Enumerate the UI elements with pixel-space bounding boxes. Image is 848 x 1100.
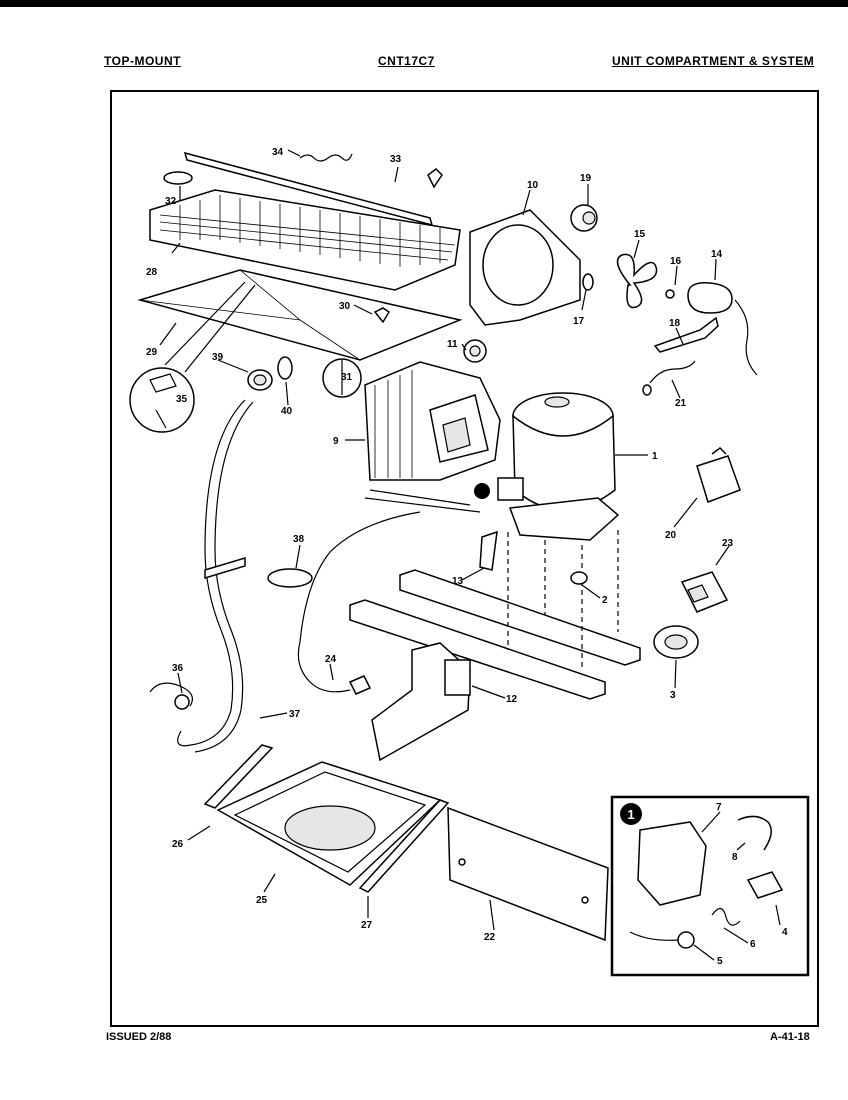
compressor — [497, 392, 620, 541]
footer-page-code: A-41-18 — [770, 1031, 810, 1043]
part-label-39: 39 — [212, 352, 224, 363]
part-label-37: 37 — [289, 709, 301, 720]
condenser-coil — [149, 171, 461, 291]
part-label-31: 31 — [341, 372, 353, 383]
part-label-7: 7 — [716, 802, 722, 813]
part-label-40: 40 — [281, 406, 293, 417]
part-label-28: 28 — [146, 267, 158, 278]
fan-motor — [642, 282, 758, 396]
part-label-25: 25 — [256, 895, 268, 906]
part-number-labels: 1 2 3 4 5 6 7 8 9 10 11 12 13 14 15 16 1… — [146, 147, 788, 967]
top-rule — [0, 0, 848, 7]
part-label-23: 23 — [722, 538, 734, 549]
grommets — [247, 356, 293, 391]
part-label-1: 1 — [652, 451, 658, 462]
part-label-29: 29 — [146, 347, 158, 358]
part-label-17: 17 — [573, 316, 585, 327]
part-label-27: 27 — [361, 920, 373, 931]
part-label-4: 4 — [782, 927, 788, 938]
part-label-22: 22 — [484, 932, 496, 943]
callout-markers: 1 — [474, 483, 642, 825]
part-label-15: 15 — [634, 229, 646, 240]
part-label-14: 14 — [711, 249, 723, 260]
part-label-13: 13 — [452, 576, 464, 587]
mounting-bracket — [371, 642, 471, 762]
inset-callout-number: 1 — [627, 807, 634, 822]
footer-issue-date: ISSUED 2/88 — [106, 1031, 172, 1043]
part-label-18: 18 — [669, 318, 681, 329]
part-label-6: 6 — [750, 939, 756, 950]
part-label-11: 11 — [447, 339, 458, 350]
part-label-26: 26 — [172, 839, 184, 850]
part-label-8: 8 — [732, 852, 738, 863]
shelf-panel — [137, 269, 463, 361]
relay-parts — [680, 447, 741, 613]
part-label-24: 24 — [325, 654, 337, 665]
drain-hose — [149, 399, 254, 753]
leader-lines — [159, 149, 781, 961]
detail-circles — [129, 281, 362, 433]
part-label-19: 19 — [580, 173, 592, 184]
base-rails — [349, 530, 699, 700]
part-label-3: 3 — [670, 690, 676, 701]
part-label-36: 36 — [172, 663, 184, 674]
part-label-38: 38 — [293, 534, 305, 545]
part-label-12: 12 — [506, 694, 518, 705]
fan-shroud — [469, 209, 581, 326]
part-label-32: 32 — [165, 196, 177, 207]
part-label-30: 30 — [339, 301, 351, 312]
drier-and-wiring — [267, 511, 498, 695]
access-panel — [447, 806, 609, 942]
header-section-title: UNIT COMPARTMENT & SYSTEM — [612, 54, 815, 68]
part-label-9: 9 — [333, 436, 339, 447]
part-label-2: 2 — [602, 595, 608, 606]
header-model-number: CNT17C7 — [378, 54, 435, 68]
diagram-frame — [110, 90, 819, 1027]
part-label-16: 16 — [670, 256, 682, 267]
fan-parts — [570, 204, 675, 309]
part-label-35: 35 — [176, 394, 188, 405]
evaporator — [364, 339, 501, 513]
part-label-5: 5 — [717, 956, 723, 967]
part-label-20: 20 — [665, 530, 677, 541]
header-model-type: TOP-MOUNT — [104, 54, 181, 68]
part-label-10: 10 — [527, 180, 539, 191]
part-label-21: 21 — [675, 398, 687, 409]
drain-pan — [203, 744, 450, 893]
part-label-34: 34 — [272, 147, 284, 158]
inset-detail-box — [610, 795, 810, 977]
part-label-33: 33 — [390, 154, 402, 165]
